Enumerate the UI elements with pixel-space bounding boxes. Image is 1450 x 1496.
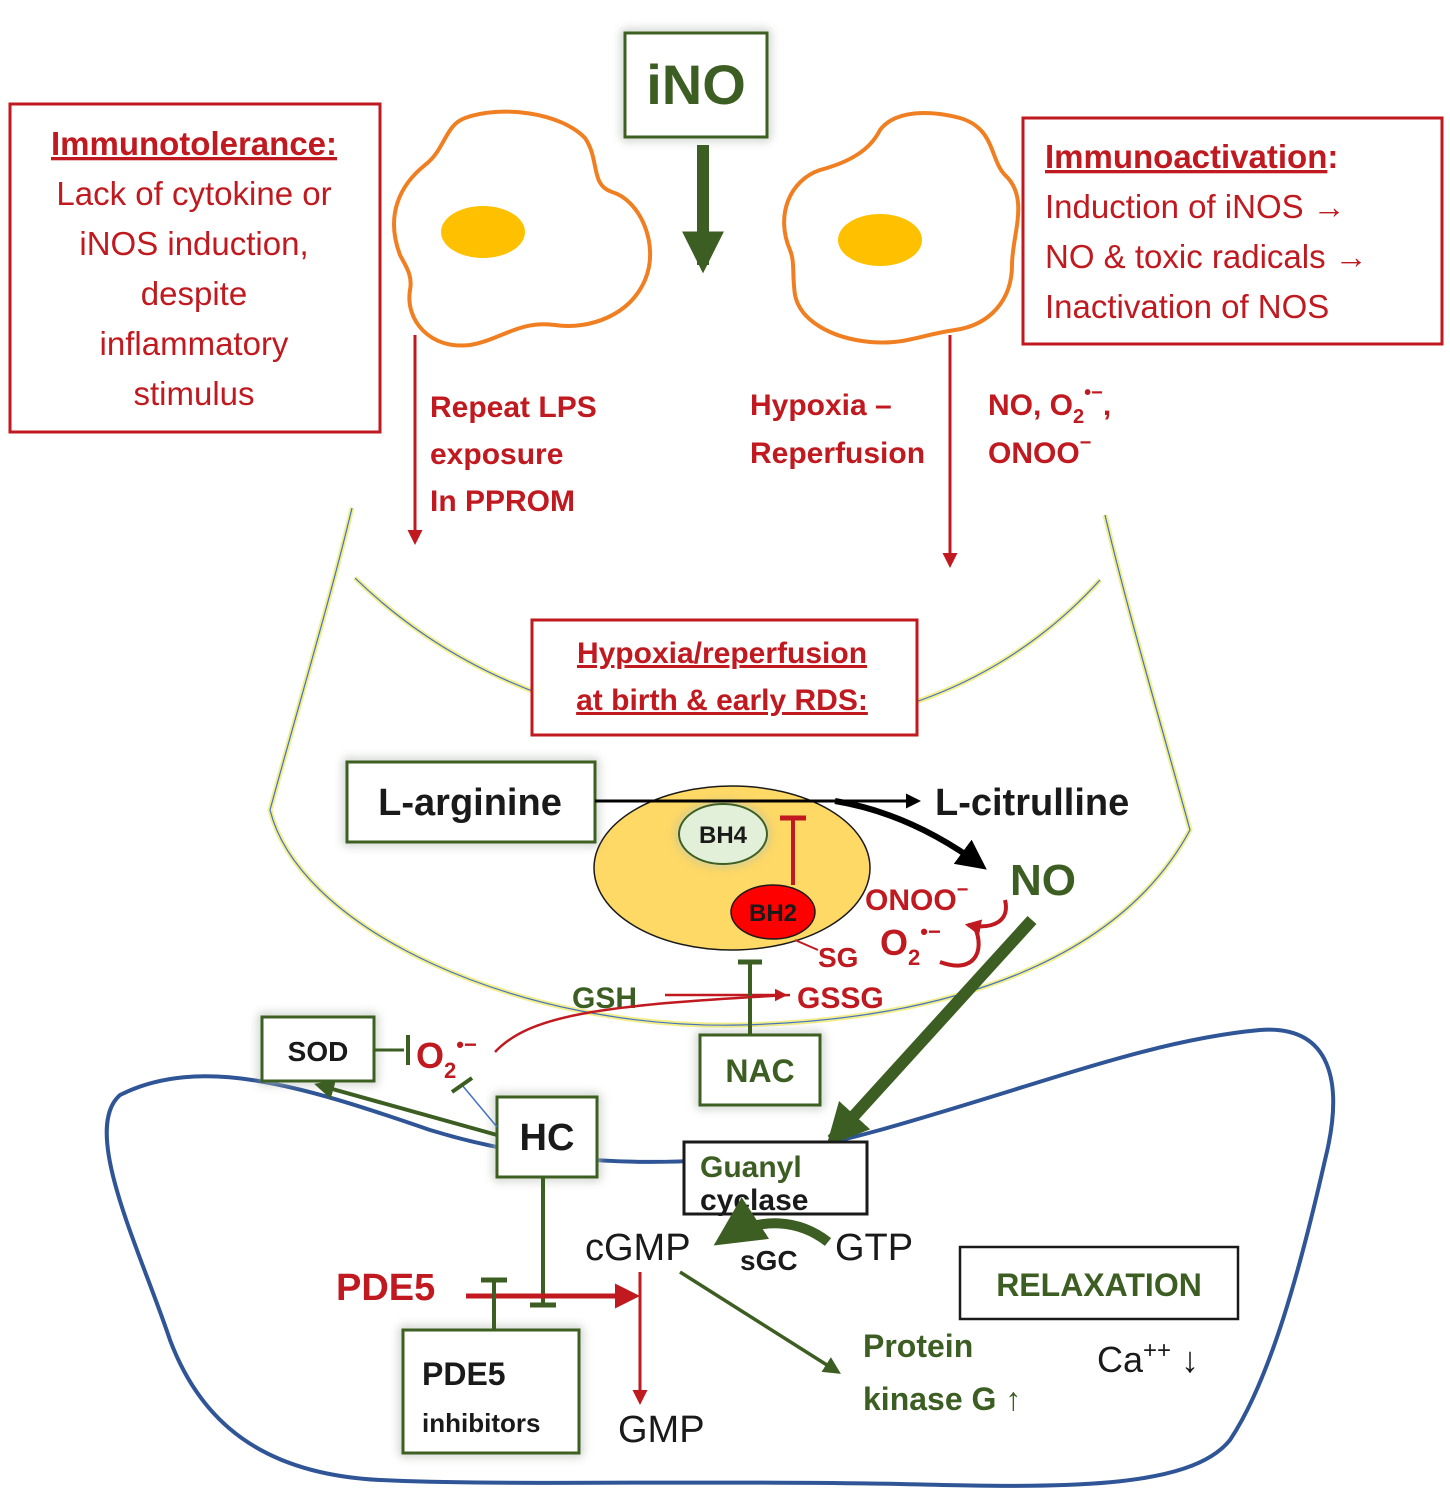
svg-text:exposure: exposure xyxy=(430,438,563,471)
nac-label: NAC xyxy=(725,1053,794,1089)
cgmp-label: cGMP xyxy=(585,1227,691,1269)
bh2-cofactor xyxy=(730,884,816,940)
ino-label: iNO xyxy=(646,53,746,116)
bh4-label: BH4 xyxy=(699,822,748,849)
svg-text:ONOO−: ONOO− xyxy=(988,432,1091,470)
svg-text:Inactivation of NOS: Inactivation of NOS xyxy=(1045,288,1329,325)
ca-label: Ca++↓ xyxy=(1097,1337,1199,1380)
immunoactivation-lines: Induction of iNOS → NO & toxic radicals … xyxy=(1045,188,1368,325)
onoo-label: ONOO− xyxy=(865,879,968,917)
hypoxia-reperfusion-box xyxy=(530,618,919,737)
hypoxia-reperfusion-title-2: at birth & early RDS: xyxy=(576,684,868,717)
guanyl-label: Guanyl xyxy=(700,1151,802,1184)
sgc-label: sGC xyxy=(740,1245,798,1276)
pde5-inhibitors-line2: inhibitors xyxy=(422,1408,540,1438)
gssg-label: GSSG xyxy=(797,982,884,1015)
o2-alveolus-label: O2•− xyxy=(880,919,941,970)
svg-text:Repeat LPS: Repeat LPS xyxy=(430,391,597,424)
gtp-label: GTP xyxy=(835,1227,913,1269)
svg-text:inflammatory: inflammatory xyxy=(100,325,289,362)
gmp-label: GMP xyxy=(618,1409,705,1451)
no-label: NO xyxy=(1010,856,1076,905)
bh4-cofactor xyxy=(678,803,768,865)
o2-cell-label: O2•− xyxy=(416,1032,477,1083)
svg-text:iNOS induction,: iNOS induction, xyxy=(79,225,308,262)
gtp-to-cgmp-arrow xyxy=(713,1197,832,1247)
relaxation-label: RELAXATION xyxy=(996,1267,1202,1303)
lps-label: Repeat LPS exposure In PPROM xyxy=(430,391,597,518)
cell-right-nucleus xyxy=(838,214,922,266)
o2-to-gssg-curve xyxy=(494,993,791,1053)
cell-left-nucleus xyxy=(441,206,525,258)
pde5-inhibitors-box xyxy=(401,1328,581,1455)
hypoxia-reperfusion-title-1: Hypoxia/reperfusion xyxy=(577,637,867,670)
cyclase-label: cyclase xyxy=(700,1184,808,1217)
to-no-arrow xyxy=(834,798,987,870)
bh2-label: BH2 xyxy=(749,900,797,927)
immunotolerance-lines: Lack of cytokine or iNOS induction, desp… xyxy=(56,175,331,412)
sg-label: SG xyxy=(818,942,858,973)
svg-text:despite: despite xyxy=(141,275,247,312)
pde5-label: PDE5 xyxy=(336,1267,435,1309)
hc-label: HC xyxy=(520,1117,575,1159)
relaxation-box xyxy=(958,1245,1240,1321)
svg-text:NO, O2•−,: NO, O2•−, xyxy=(988,382,1111,428)
sg-line xyxy=(794,939,819,951)
sod-label: SOD xyxy=(288,1036,349,1067)
svg-text:Hypoxia –: Hypoxia – xyxy=(750,389,892,422)
immunotolerance-box xyxy=(8,102,382,434)
svg-text:NO & toxic radicals →: NO & toxic radicals → xyxy=(1045,238,1368,275)
no-to-onoo-arrow xyxy=(964,899,1008,936)
hc-box xyxy=(495,1095,599,1179)
svg-text:Lack of cytokine or: Lack of cytokine or xyxy=(56,175,331,212)
hc-inhibits-o2 xyxy=(461,1084,498,1128)
l-citrulline-label: L-citrulline xyxy=(935,782,1129,824)
svg-text:stimulus: stimulus xyxy=(133,375,254,412)
hc-to-sod-arrow xyxy=(314,1079,498,1137)
o2-to-onoo-arrow xyxy=(939,927,981,968)
immunotolerance-title: Immunotolerance: xyxy=(51,125,337,162)
no-to-guanyl-cyclase-arrow xyxy=(826,915,1037,1147)
svg-text:Reperfusion: Reperfusion xyxy=(750,437,925,470)
pde5-inhibitors-line1: PDE5 xyxy=(422,1356,506,1392)
hypoxia-label: Hypoxia – Reperfusion xyxy=(750,389,925,470)
radicals-label: NO, O2•−, ONOO− xyxy=(988,382,1111,470)
hc-o2-inhibit-bar xyxy=(450,1076,474,1094)
cgmp-to-pkg-arrow xyxy=(679,1270,841,1374)
pkg-line1: Protein xyxy=(863,1328,973,1364)
svg-text:Induction of iNOS →: Induction of iNOS → xyxy=(1045,188,1346,225)
ino-box xyxy=(623,31,769,139)
nac-box xyxy=(698,1033,822,1107)
l-arginine-label: L-arginine xyxy=(378,782,562,824)
smooth-muscle-cell xyxy=(104,1027,1336,1488)
immunoactivation-title: Immunoactivation: xyxy=(1045,138,1338,175)
immunoactivation-box xyxy=(1021,116,1444,346)
pkg-line2: kinase G ↑ xyxy=(863,1381,1021,1417)
svg-text:In PPROM: In PPROM xyxy=(430,485,575,518)
